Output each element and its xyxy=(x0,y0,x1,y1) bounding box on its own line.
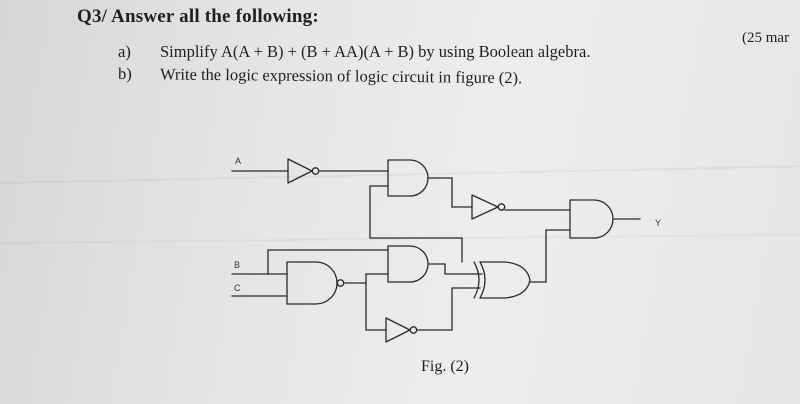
xor-gate xyxy=(473,261,531,299)
part-letter: a) xyxy=(118,42,131,61)
figure-caption: Fig. (2) xyxy=(421,358,469,375)
wire-b-c xyxy=(231,249,389,297)
and-gate-top xyxy=(387,159,429,197)
marks-label: (25 mar xyxy=(742,30,790,46)
input-label-a: A xyxy=(235,156,241,166)
wire-mid-and-out xyxy=(427,263,483,275)
not-gate-bottom xyxy=(385,317,418,343)
not-gate-mid xyxy=(471,194,506,220)
wire-not-bottom-out xyxy=(416,287,481,331)
output-label-y: Y xyxy=(655,218,661,228)
wire-top-and-out xyxy=(427,177,473,208)
question-heading: Q3/ Answer all the following: xyxy=(77,6,319,27)
and-gate-output xyxy=(569,199,614,239)
input-label-c: C xyxy=(234,283,241,293)
input-label-b: B xyxy=(234,260,240,270)
wire-cross-link xyxy=(369,237,463,263)
wire-nand-out xyxy=(343,273,389,331)
question-part-a: a) Simplify A(A + B) + (B + AA)(A + B) by… xyxy=(118,42,590,62)
part-text: Simplify A(A + B) + (B + AA)(A + B) by u… xyxy=(160,42,591,61)
not-gate-a xyxy=(287,158,320,184)
and-gate-mid xyxy=(387,245,429,283)
nand-gate-bc xyxy=(286,261,345,305)
